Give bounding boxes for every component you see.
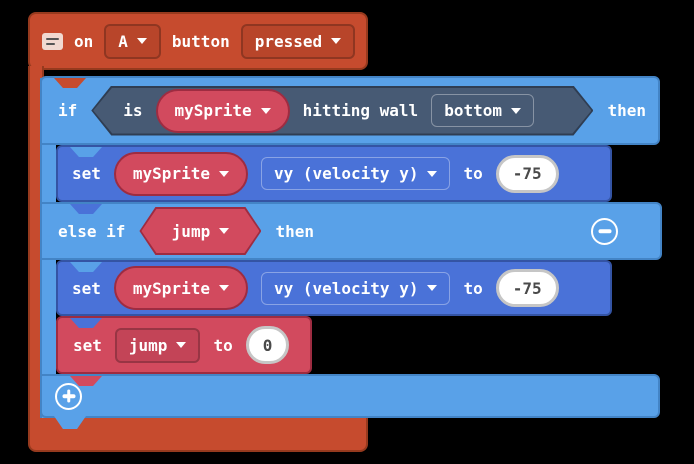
label-to: to [213,335,233,355]
variable-dropdown[interactable]: jump [114,327,201,363]
button-dropdown[interactable]: A [104,23,161,59]
sprite-dropdown[interactable]: mySprite [113,151,248,196]
connector-notch [70,318,102,328]
chevron-down-icon [427,285,438,291]
event-block-header[interactable]: on A button pressed [28,12,368,70]
label-then: then [275,221,314,241]
chevron-down-icon [219,228,229,234]
label-is: is [123,101,143,120]
property-dropdown[interactable]: vy (velocity y) [260,157,451,190]
set-velocity-block-1[interactable]: set mySprite vy (velocity y) to -75 [56,145,612,202]
label-else-if: else if [58,221,126,241]
label-to: to [463,278,483,298]
variable-dropdown-value: jump [128,335,168,355]
property-dropdown-value: vy (velocity y) [273,164,419,183]
connector-notch [70,262,102,272]
event-block-footer [28,418,368,452]
label-set: set [73,335,102,355]
chevron-down-icon [218,170,229,177]
variable-dropdown-value: jump [171,221,211,241]
property-dropdown[interactable]: vy (velocity y) [260,271,451,305]
wall-side-dropdown-value: bottom [444,101,502,120]
chevron-down-icon [176,342,187,348]
if-block-footer[interactable] [40,374,660,418]
label-to: to [463,164,483,183]
set-velocity-block-2[interactable]: set mySprite vy (velocity y) to -75 [56,260,612,316]
label-set: set [72,164,101,183]
sprite-dropdown-value: mySprite [132,278,210,298]
sprite-dropdown-value: mySprite [132,164,210,183]
chevron-down-icon [427,170,438,177]
number-value: -75 [512,164,542,183]
sprite-dropdown-value: mySprite [174,101,252,120]
label-hitting-wall: hitting wall [302,101,419,120]
number-input[interactable]: 0 [245,326,290,364]
if-block-header[interactable]: if is mySprite hitting wall bottom then [40,76,660,145]
connector-notch [70,204,102,214]
chevron-down-icon [218,285,229,291]
label-button: button [171,31,230,51]
wall-side-dropdown[interactable]: bottom [431,94,534,127]
else-if-row[interactable]: else if jump then [40,202,662,260]
minus-circle-icon[interactable] [591,217,618,245]
number-input[interactable]: -75 [495,154,559,193]
sprite-dropdown[interactable]: mySprite [113,266,248,310]
chevron-down-icon [331,38,342,44]
label-on: on [74,31,94,51]
number-input[interactable]: -75 [495,269,559,307]
number-value: -75 [512,278,542,298]
condition-block-jump[interactable]: jump [139,207,261,255]
chevron-down-icon [261,108,271,114]
label-set: set [72,278,101,298]
comment-icon[interactable] [42,32,63,50]
chevron-down-icon [136,38,147,44]
label-then: then [607,101,646,120]
connector-notch [70,147,102,157]
connector-notch [54,78,86,88]
number-value: 0 [262,335,273,355]
label-if: if [58,101,78,120]
pressed-dropdown-value: pressed [254,31,323,51]
connector-notch [54,416,86,429]
connector-notch [70,376,102,386]
button-dropdown-value: A [118,31,128,51]
plus-circle-icon[interactable] [55,382,82,410]
pressed-dropdown[interactable]: pressed [240,23,356,59]
sprite-dropdown[interactable]: mySprite [156,89,290,133]
chevron-down-icon [511,108,521,114]
condition-block-hitting-wall[interactable]: is mySprite hitting wall bottom [91,86,593,136]
property-dropdown-value: vy (velocity y) [273,278,419,298]
set-variable-block[interactable]: set jump to 0 [56,316,312,374]
